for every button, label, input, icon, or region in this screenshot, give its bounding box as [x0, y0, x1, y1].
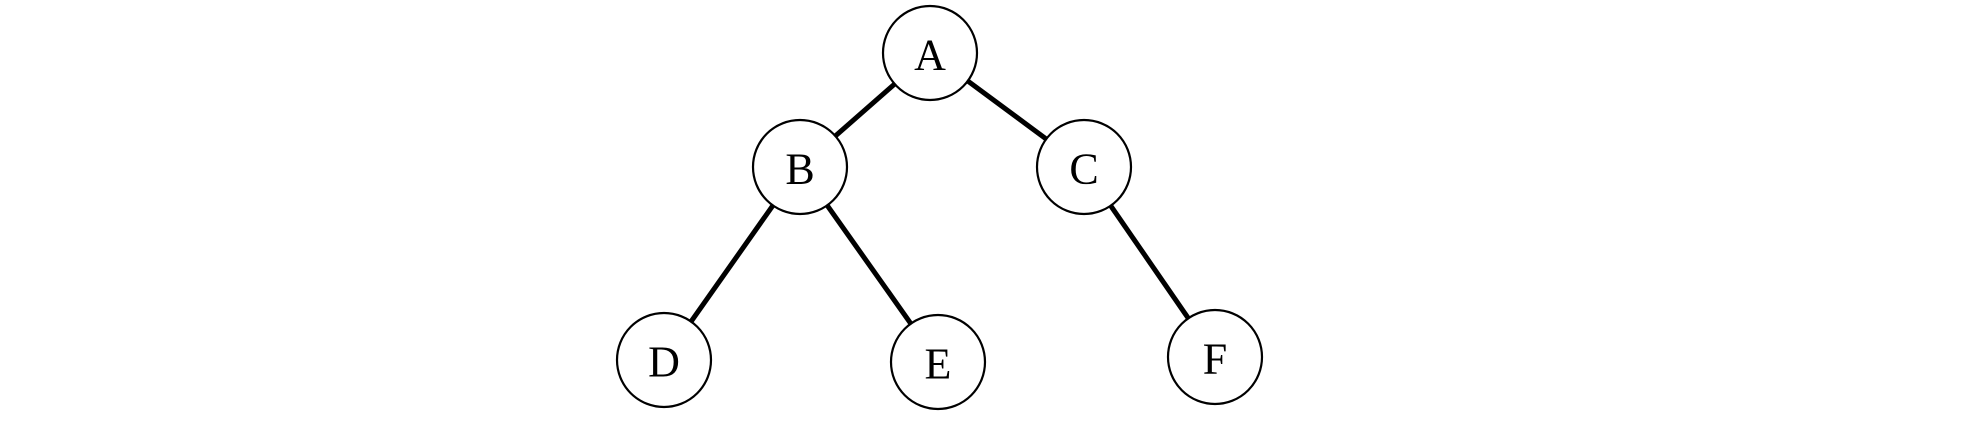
tree-edge-b-d — [689, 203, 775, 324]
node-circle-b[interactable] — [751, 118, 849, 216]
tree-edge-a-b — [833, 82, 897, 138]
edge-layer — [689, 78, 1191, 326]
node-label-c: C — [1069, 145, 1098, 194]
node-layer: A B C D E F — [615, 4, 1264, 411]
node-label-e: E — [925, 340, 952, 389]
tree-node-e[interactable]: E — [889, 313, 987, 411]
node-circle-a[interactable] — [881, 4, 979, 102]
node-label-f: F — [1203, 335, 1227, 384]
node-label-d: D — [648, 338, 680, 387]
node-label-b: B — [785, 145, 814, 194]
tree-edge-a-c — [966, 78, 1048, 142]
tree-node-b[interactable]: B — [751, 118, 849, 216]
tree-node-a[interactable]: A — [881, 4, 979, 102]
tree-node-d[interactable]: D — [615, 311, 713, 409]
tree-edge-b-e — [825, 203, 913, 326]
node-label-a: A — [914, 31, 946, 80]
tree-node-c[interactable]: C — [1035, 118, 1133, 216]
node-circle-d[interactable] — [615, 311, 713, 409]
node-circle-f[interactable] — [1166, 308, 1264, 406]
node-circle-e[interactable] — [889, 313, 987, 411]
node-circle-c[interactable] — [1035, 118, 1133, 216]
tree-node-f[interactable]: F — [1166, 308, 1264, 406]
tree-edge-c-f — [1108, 204, 1191, 320]
